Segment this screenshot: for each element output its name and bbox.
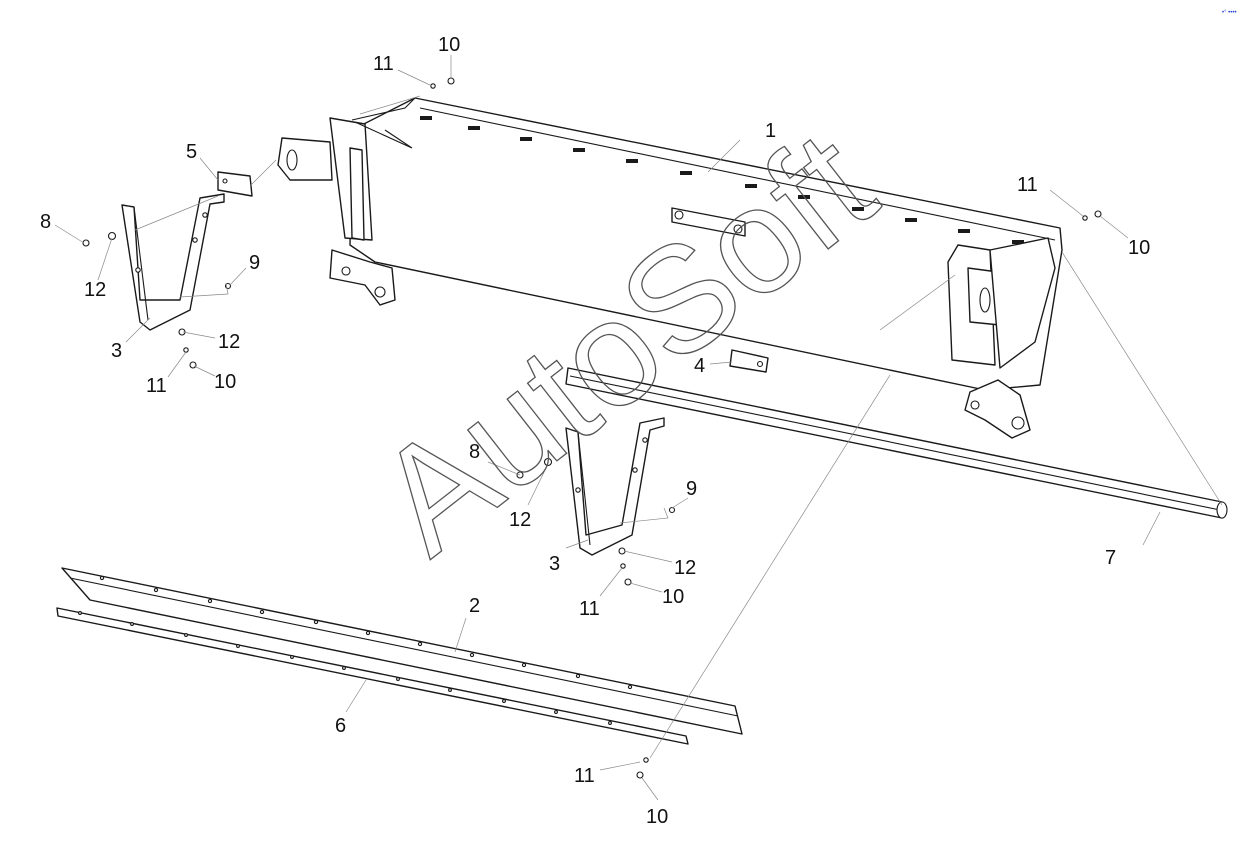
callout-10-left: 10 [214, 371, 236, 393]
fasteners [82, 77, 1102, 779]
part-4-pad [729, 349, 769, 373]
callout-4: 4 [694, 355, 705, 377]
callout-labels: 1 5 11 10 11 10 8 12 9 3 12 11 10 4 8 12… [40, 34, 1150, 828]
callout-5: 5 [186, 141, 197, 163]
callout-8-center: 8 [469, 441, 480, 463]
part-3-bracket-center [565, 417, 665, 556]
top-slot-row [420, 116, 1024, 244]
callout-11-center: 11 [579, 598, 600, 620]
callout-9-left: 9 [249, 252, 260, 274]
callout-10-center: 10 [662, 586, 684, 608]
callout-3-left: 3 [111, 340, 122, 362]
callout-11-left: 11 [146, 375, 167, 397]
part-1-main-panel [277, 97, 1063, 439]
callout-12-center-upper: 12 [509, 509, 531, 531]
callout-12-left-lower: 12 [218, 331, 240, 353]
part-2-strip [61, 567, 743, 735]
callout-8-left: 8 [40, 211, 51, 233]
center-bracket [671, 207, 746, 237]
callout-6: 6 [335, 715, 346, 737]
left-end-plate [277, 117, 413, 306]
right-end-plate [947, 237, 1056, 439]
part-3-bracket-left [121, 193, 225, 331]
corner-mark: •° •••• [1222, 10, 1237, 16]
part-6-strip [56, 607, 689, 745]
callout-3-center: 3 [549, 553, 560, 575]
callout-2: 2 [469, 595, 480, 617]
callout-10-top-left: 10 [438, 34, 460, 56]
callout-7: 7 [1105, 547, 1116, 569]
leader-lines [54, 55, 1223, 801]
callout-11-bottom: 11 [574, 765, 595, 787]
callout-12-center-lower: 12 [674, 557, 696, 579]
callout-10-bottom: 10 [646, 806, 668, 828]
part-5-plate [217, 171, 253, 197]
callout-10-top-right: 10 [1128, 237, 1150, 259]
callout-9-center: 9 [686, 478, 697, 500]
callout-1: 1 [765, 120, 776, 142]
callout-11-top-right: 11 [1017, 174, 1038, 196]
callout-12-left-upper: 12 [84, 279, 106, 301]
part-7-rod [565, 367, 1228, 519]
callout-11-top-left: 11 [373, 53, 394, 75]
